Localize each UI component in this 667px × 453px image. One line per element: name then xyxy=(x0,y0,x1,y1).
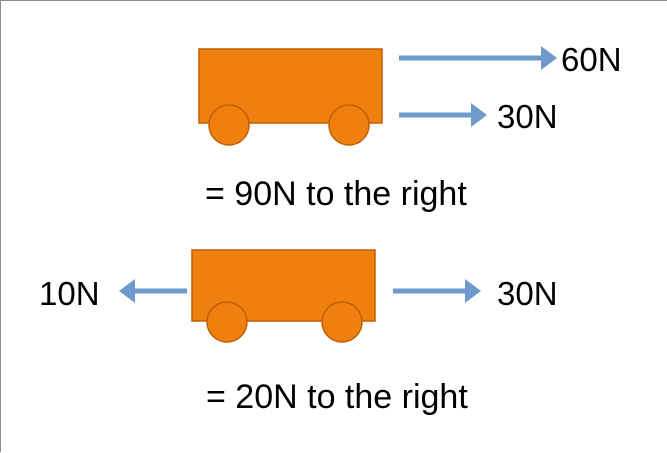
arrow-30n-top xyxy=(399,103,487,127)
arrow-10n xyxy=(119,279,187,303)
cart-1-wheel-right xyxy=(328,104,370,146)
label-10n: 10N xyxy=(39,275,100,312)
cart-2 xyxy=(191,249,376,343)
cart-2-wheel-left xyxy=(206,301,248,343)
label-30n-top: 30N xyxy=(497,98,558,135)
arrow-60n xyxy=(399,46,557,70)
label-60n: 60N xyxy=(561,41,622,78)
cart-1 xyxy=(198,48,383,146)
result-2: = 20N to the right xyxy=(206,378,468,416)
cart-1-wheel-left xyxy=(208,104,250,146)
label-30n-bottom: 30N xyxy=(497,275,558,312)
scene-2: 10N 30N = 20N to the right xyxy=(39,249,558,416)
scene-1: 60N 30N = 90N to the right xyxy=(198,41,622,213)
arrow-30n-bottom xyxy=(393,279,481,303)
result-1: = 90N to the right xyxy=(205,175,467,213)
cart-2-wheel-right xyxy=(321,301,363,343)
